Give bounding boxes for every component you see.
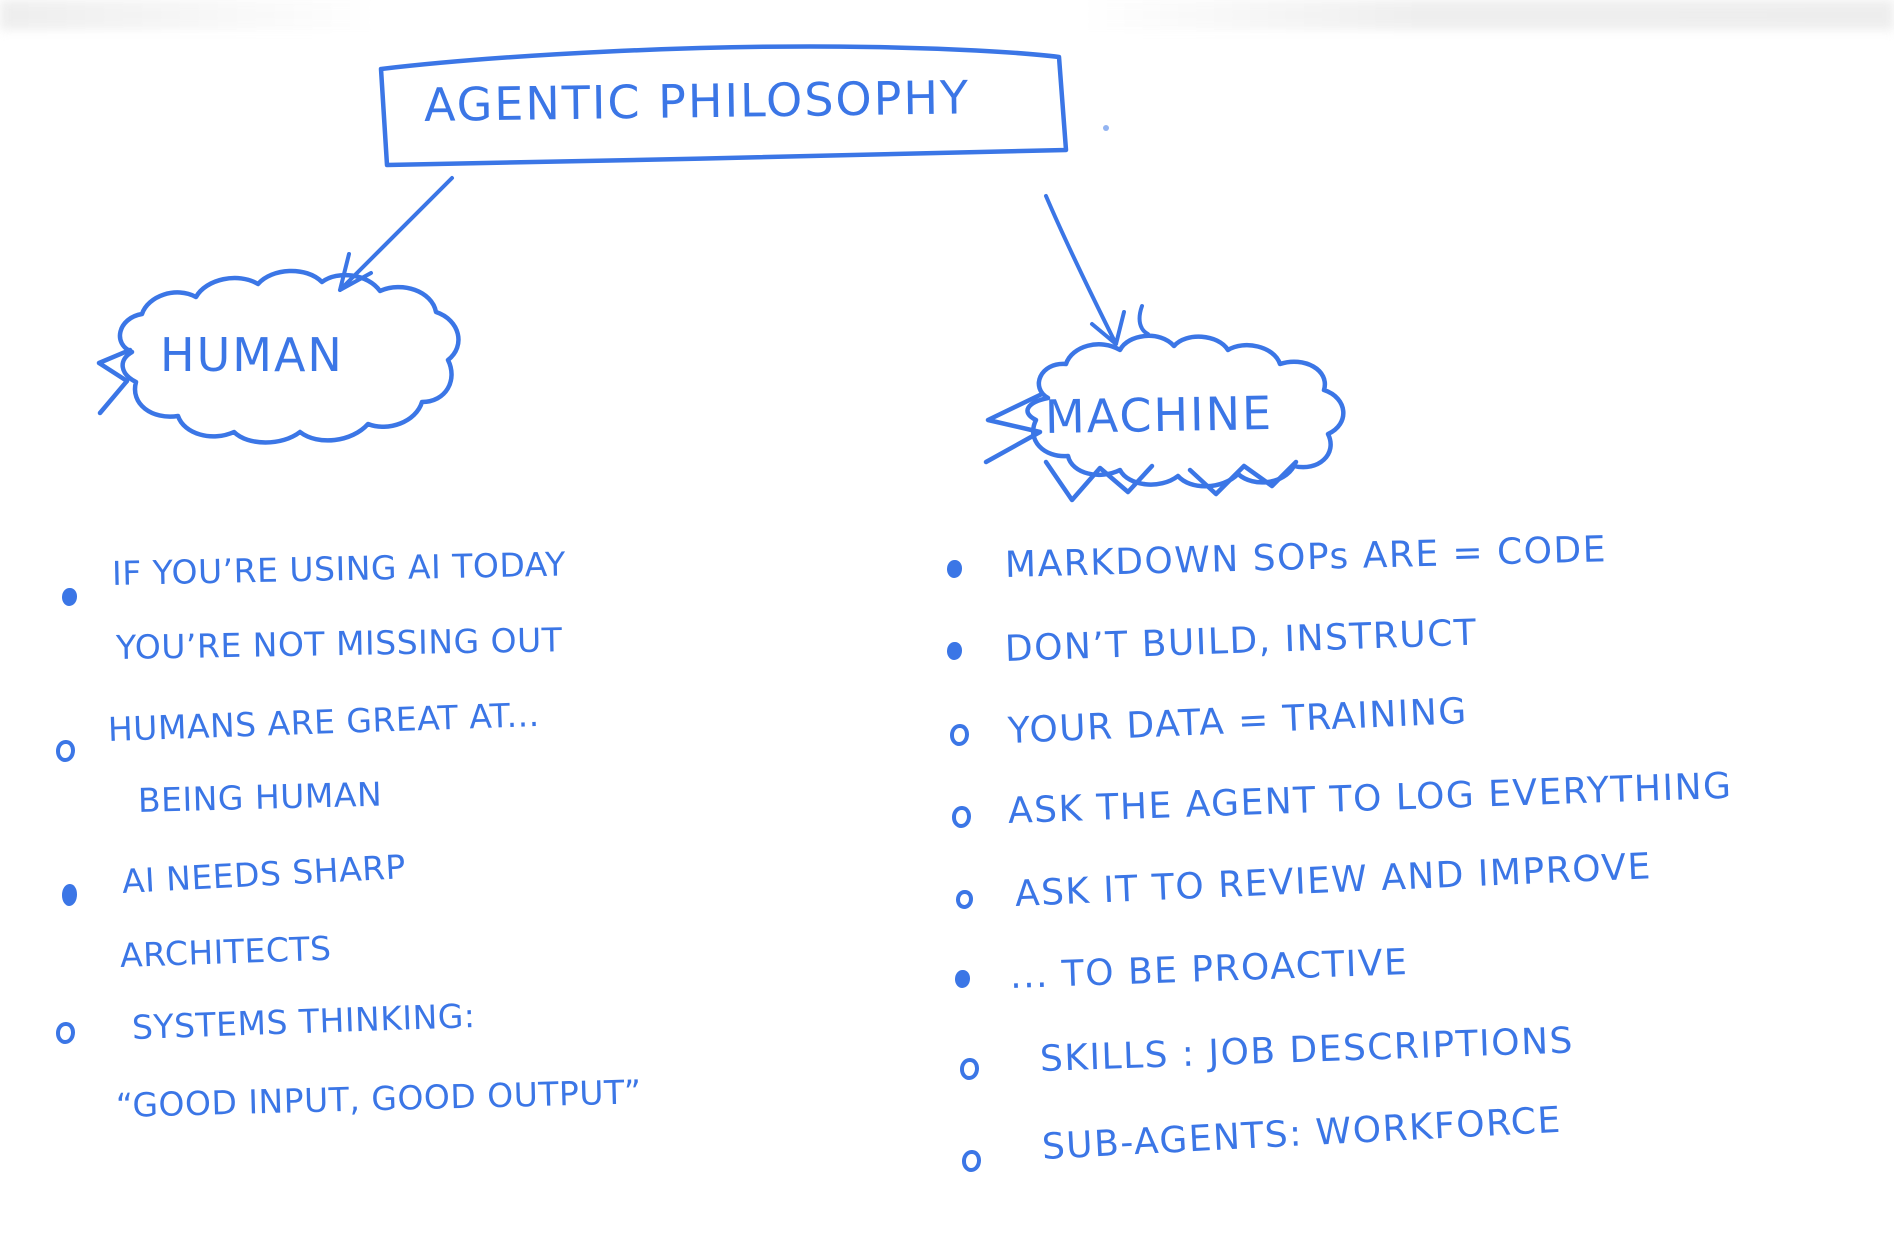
machine-cloud-squiggle xyxy=(983,391,1045,465)
bullet-icon xyxy=(952,806,971,828)
machine-cloud-underline-zigzag xyxy=(1043,459,1299,503)
arrow-to-machine-tick xyxy=(1137,304,1150,336)
human-cloud-outline xyxy=(117,268,461,445)
bullet-icon xyxy=(956,890,973,909)
bullet-icon xyxy=(960,1058,979,1080)
arrow-to-machine-line xyxy=(1044,194,1126,346)
human-cloud-label: HUMAN xyxy=(160,328,344,382)
stray-dot xyxy=(1103,125,1109,131)
bullet-icon xyxy=(955,970,970,988)
bullet-icon xyxy=(947,642,962,660)
human-cloud-squiggle xyxy=(96,347,133,416)
bullet-icon xyxy=(62,588,77,606)
page-title: AGENTIC PHILOSOPHY xyxy=(423,70,971,132)
bullet-icon xyxy=(56,1022,75,1044)
arrow-to-human-line xyxy=(338,176,454,292)
human-note-line: BEING HUMAN xyxy=(137,774,383,820)
bullet-icon xyxy=(62,884,77,906)
human-note-line: ARCHITECTS xyxy=(119,928,333,975)
machine-cloud-outline xyxy=(1025,333,1346,489)
bullet-icon xyxy=(56,740,75,762)
bullet-icon xyxy=(947,560,962,578)
human-note-line: YOU’RE NOT MISSING OUT xyxy=(115,620,563,667)
bullet-icon xyxy=(962,1150,981,1172)
title-box-outline xyxy=(378,44,1069,168)
bullet-icon xyxy=(950,724,969,746)
machine-cloud-label: MACHINE xyxy=(1044,386,1274,444)
